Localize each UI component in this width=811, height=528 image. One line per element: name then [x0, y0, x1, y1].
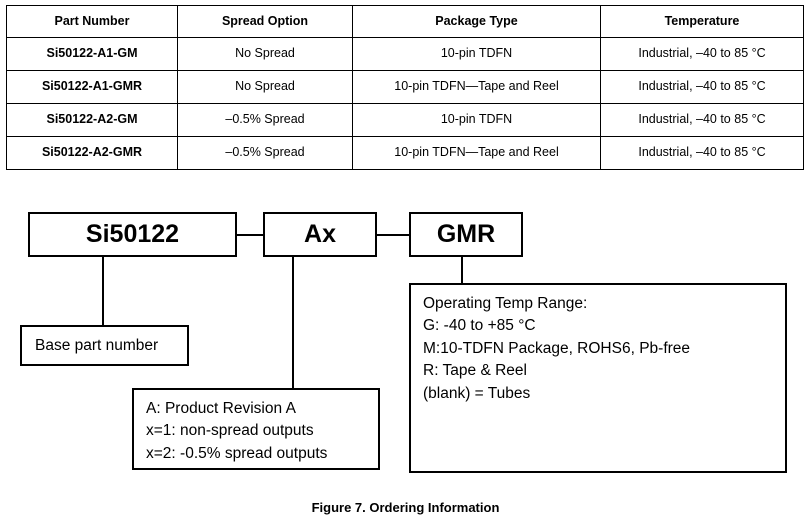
part-code-box-revision: Ax	[263, 212, 377, 257]
table-row: Si50122-A1-GMR No Spread 10-pin TDFN—Tap…	[6, 70, 804, 104]
cell-temperature: Industrial, –40 to 85 °C	[600, 37, 804, 71]
connector-line-base-part-drop	[102, 257, 104, 325]
cell-part-number: Si50122-A1-GMR	[6, 70, 178, 104]
table-row: Si50122-A2-GM –0.5% Spread 10-pin TDFN I…	[6, 103, 804, 137]
description-box-temp-range: Operating Temp Range: G: -40 to +85 °C M…	[409, 283, 787, 473]
cell-temperature: Industrial, –40 to 85 °C	[600, 70, 804, 104]
cell-package-type: 10-pin TDFN—Tape and Reel	[352, 70, 601, 104]
description-box-base-part: Base part number	[20, 325, 189, 366]
cell-spread-option: No Spread	[177, 37, 353, 71]
part-code-box-base: Si50122	[28, 212, 237, 257]
column-header-temperature: Temperature	[600, 5, 804, 38]
connector-line-suffix-drop	[461, 257, 463, 283]
part-code-box-suffix: GMR	[409, 212, 523, 257]
cell-part-number: Si50122-A2-GMR	[6, 136, 178, 170]
part-number-breakdown-diagram: Si50122 Ax GMR Base part number A: Produ…	[0, 190, 811, 490]
description-box-revision: A: Product Revision A x=1: non-spread ou…	[132, 388, 380, 470]
cell-spread-option: No Spread	[177, 70, 353, 104]
column-header-spread-option: Spread Option	[177, 5, 353, 38]
cell-package-type: 10-pin TDFN—Tape and Reel	[352, 136, 601, 170]
table-row: Si50122-A2-GMR –0.5% Spread 10-pin TDFN—…	[6, 136, 804, 170]
connector-line-base-to-revision	[237, 234, 263, 236]
table-row: Si50122-A1-GM No Spread 10-pin TDFN Indu…	[6, 37, 804, 71]
cell-temperature: Industrial, –40 to 85 °C	[600, 136, 804, 170]
cell-spread-option: –0.5% Spread	[177, 136, 353, 170]
figure-caption: Figure 7. Ordering Information	[311, 500, 500, 515]
column-header-package-type: Package Type	[352, 5, 601, 38]
column-header-part-number: Part Number	[6, 5, 178, 38]
connector-line-revision-to-suffix	[377, 234, 409, 236]
connector-line-revision-drop	[292, 257, 294, 388]
cell-temperature: Industrial, –40 to 85 °C	[600, 103, 804, 137]
cell-spread-option: –0.5% Spread	[177, 103, 353, 137]
ordering-information-table: Part Number Spread Option Package Type T…	[6, 5, 804, 170]
cell-part-number: Si50122-A2-GM	[6, 103, 178, 137]
cell-part-number: Si50122-A1-GM	[6, 37, 178, 71]
table-header-row: Part Number Spread Option Package Type T…	[6, 5, 804, 38]
cell-package-type: 10-pin TDFN	[352, 103, 601, 137]
cell-package-type: 10-pin TDFN	[352, 37, 601, 71]
